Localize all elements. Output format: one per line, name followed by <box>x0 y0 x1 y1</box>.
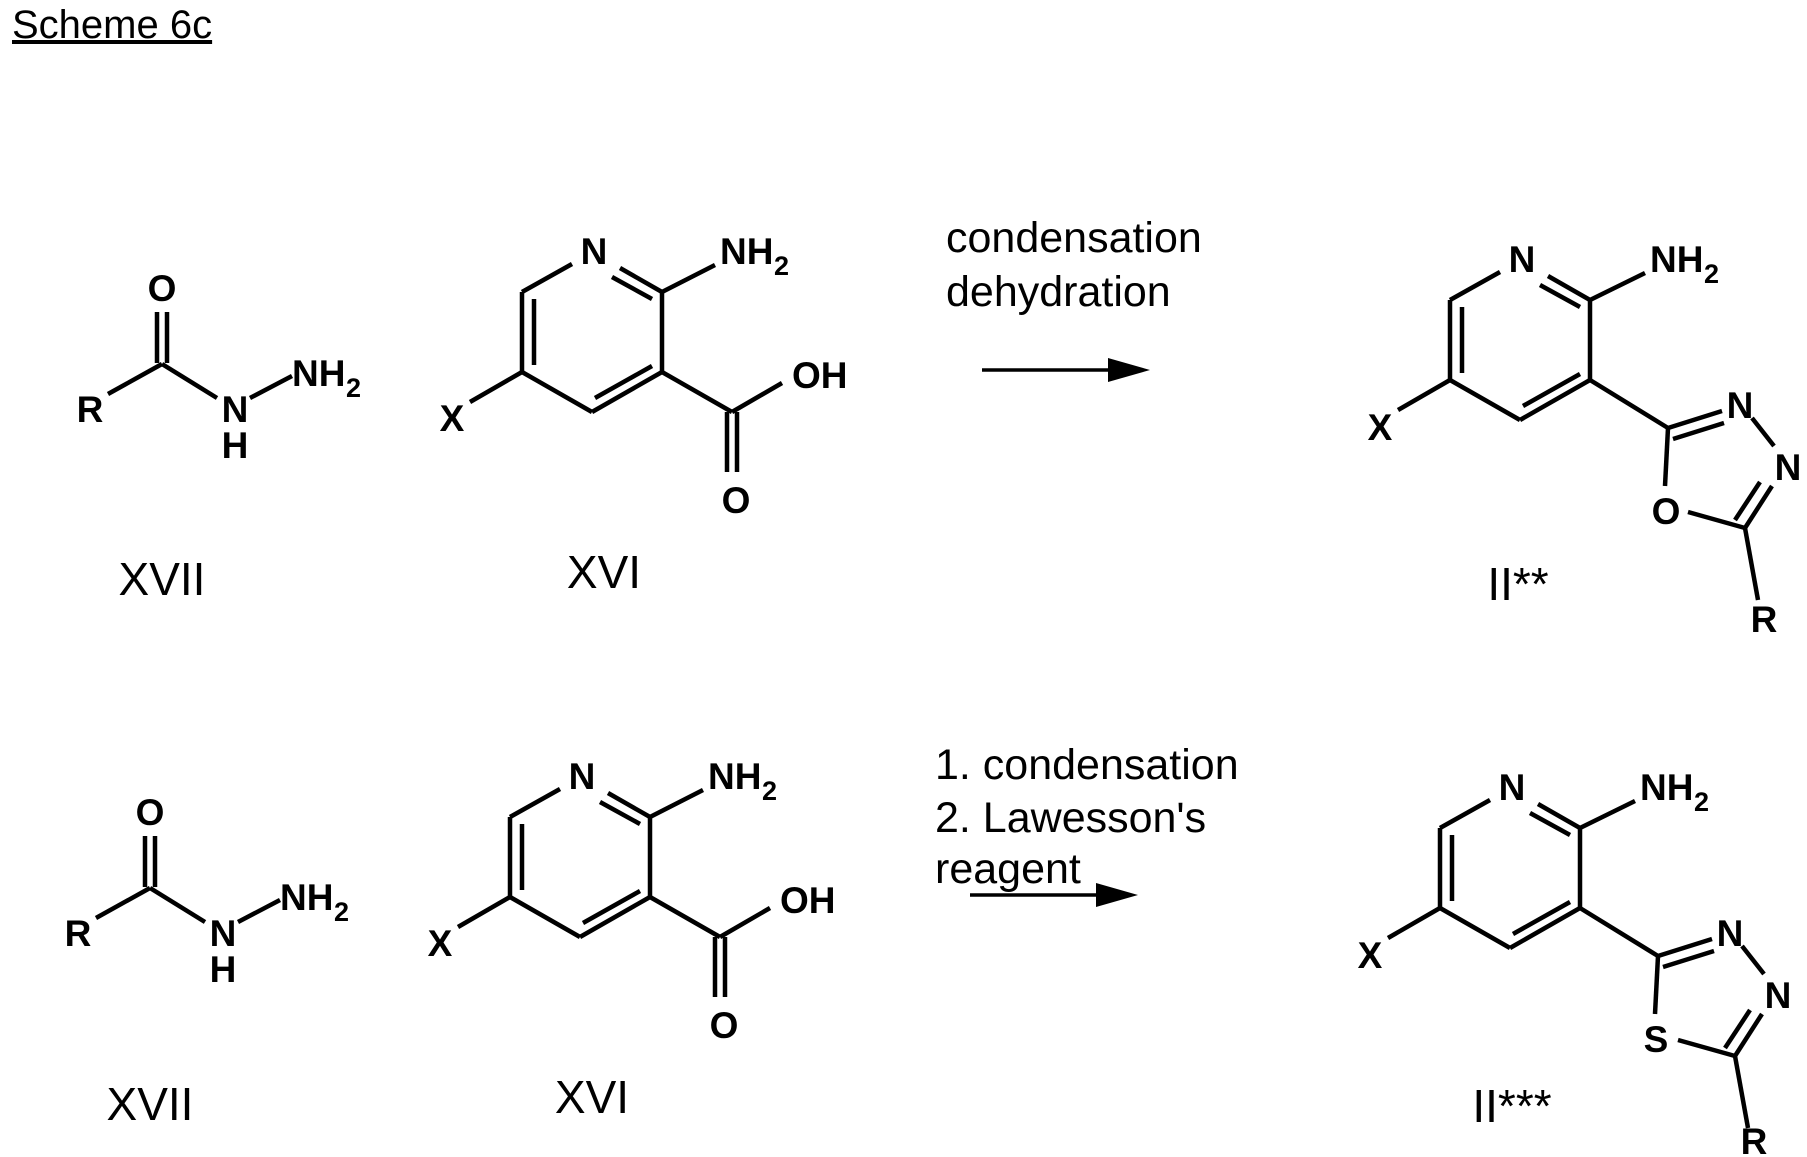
svg-text:OH: OH <box>792 355 848 396</box>
svg-text:R: R <box>1751 599 1778 640</box>
svg-text:NH: NH <box>1650 239 1703 280</box>
svg-text:NH: NH <box>280 877 333 918</box>
svg-text:2: 2 <box>346 373 361 403</box>
reactant-label-xvii-row1: XVII <box>119 553 206 605</box>
svg-text:O: O <box>710 1005 739 1046</box>
condition-line-2-row1: dehydration <box>946 268 1171 316</box>
svg-text:O: O <box>148 268 177 309</box>
reactant-label-xvi-row1: XVI <box>567 546 641 598</box>
reaction-arrow-row1 <box>982 358 1150 382</box>
svg-text:2: 2 <box>774 251 789 281</box>
oxadiazole-product-structure: N NH 2 X N N O R <box>1368 239 1802 640</box>
svg-text:N: N <box>222 389 249 430</box>
svg-text:N: N <box>1509 239 1536 280</box>
svg-text:R: R <box>1741 1121 1768 1157</box>
nicotinic-acid-structure-row2: N NH 2 X OH O <box>428 756 836 1046</box>
product-label-row2: II*** <box>1472 1080 1551 1132</box>
svg-text:N: N <box>1499 767 1526 808</box>
svg-text:R: R <box>77 389 104 430</box>
svg-text:X: X <box>428 923 453 964</box>
condition-line-3-row2: reagent <box>935 845 1081 893</box>
thiadiazole-product-structure: N NH 2 X N N S R <box>1358 767 1792 1157</box>
svg-text:N: N <box>210 913 237 954</box>
condition-line-1-row1: condensation <box>946 214 1202 262</box>
svg-text:2: 2 <box>1694 787 1709 817</box>
svg-text:O: O <box>136 792 165 833</box>
hydrazide-structure-row2: O R N H NH 2 <box>65 792 349 990</box>
svg-text:R: R <box>65 913 92 954</box>
reactant-label-xvi-row2: XVI <box>555 1071 629 1123</box>
product-label-row1: II** <box>1487 558 1548 610</box>
svg-text:N: N <box>581 231 608 272</box>
condition-line-1-row2: 1. condensation <box>935 741 1239 789</box>
svg-text:H: H <box>222 425 249 466</box>
svg-text:NH: NH <box>1640 767 1693 808</box>
svg-text:O: O <box>722 480 751 521</box>
hydrazide-structure-row1: O R N H NH 2 <box>77 268 361 466</box>
nicotinic-acid-structure-row1: N NH 2 X OH O <box>440 231 848 521</box>
svg-text:N: N <box>1717 913 1744 954</box>
svg-text:X: X <box>1368 407 1393 448</box>
condition-line-2-row2: 2. Lawesson's <box>935 794 1206 842</box>
reactant-label-xvii-row2: XVII <box>107 1078 194 1130</box>
svg-text:S: S <box>1644 1019 1669 1060</box>
svg-text:N: N <box>1727 385 1754 426</box>
scheme-title: Scheme 6c <box>12 3 212 47</box>
svg-text:X: X <box>440 398 465 439</box>
svg-text:2: 2 <box>762 776 777 806</box>
svg-text:H: H <box>210 949 237 990</box>
svg-text:N: N <box>569 756 596 797</box>
svg-text:N: N <box>1775 447 1802 488</box>
svg-text:N: N <box>1765 975 1792 1016</box>
svg-text:NH: NH <box>708 756 761 797</box>
svg-text:O: O <box>1652 491 1681 532</box>
svg-text:NH: NH <box>292 353 345 394</box>
svg-text:NH: NH <box>720 231 773 272</box>
svg-text:X: X <box>1358 935 1383 976</box>
svg-text:OH: OH <box>780 880 836 921</box>
svg-text:2: 2 <box>334 897 349 927</box>
svg-text:2: 2 <box>1704 259 1719 289</box>
